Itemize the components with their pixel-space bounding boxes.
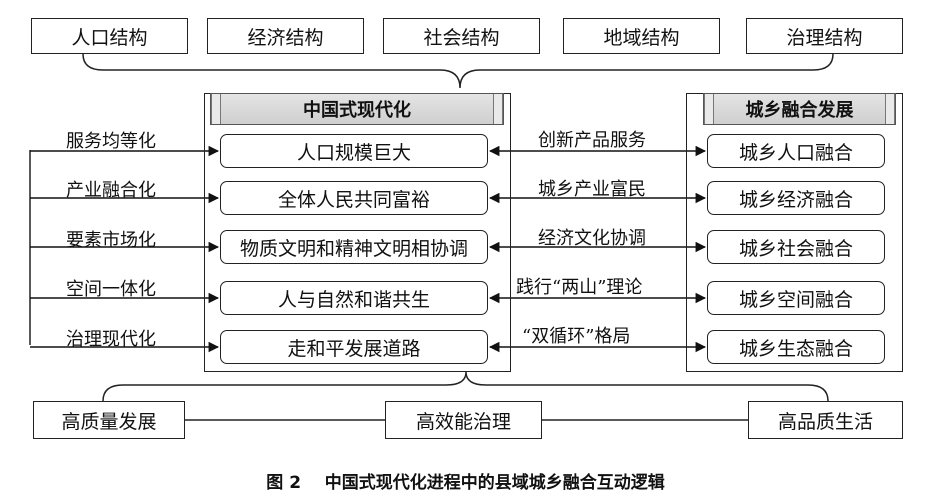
- structure-box-population: 人口结构: [31, 18, 188, 54]
- structure-label: 经济结构: [247, 26, 324, 49]
- integration-item-4: 城乡空间融合: [707, 281, 885, 315]
- figure-number: 图 2: [266, 473, 302, 493]
- top-brace: [82, 53, 834, 89]
- bottom-brace: [102, 371, 829, 402]
- structure-box-economy: 经济结构: [207, 18, 364, 54]
- item-label: 全体人民共同富裕: [277, 188, 430, 211]
- modernization-item-1: 人口规模巨大: [220, 134, 488, 168]
- outcome-label: 高品质生活: [777, 410, 873, 433]
- modernization-item-4: 人与自然和谐共生: [220, 281, 488, 315]
- left-label-2: 产业融合化: [66, 180, 156, 201]
- integration-item-3: 城乡社会融合: [707, 230, 885, 264]
- structure-label: 地域结构: [603, 26, 680, 49]
- modernization-panel-title: 中国式现代化: [210, 93, 504, 125]
- modernization-item-3: 物质文明和精神文明相协调: [220, 230, 488, 264]
- item-label: 城乡经济融合: [738, 188, 853, 211]
- link-label-3: 经济文化协调: [538, 228, 646, 249]
- structure-label: 社会结构: [423, 26, 500, 49]
- modernization-item-2: 全体人民共同富裕: [220, 181, 488, 215]
- item-label: 物质文明和精神文明相协调: [239, 237, 468, 260]
- item-label: 人与自然和谐共生: [277, 288, 430, 311]
- outcome-label: 高质量发展: [61, 410, 157, 433]
- structure-label: 人口结构: [71, 26, 148, 49]
- structure-box-region: 地域结构: [563, 18, 720, 54]
- integration-item-1: 城乡人口融合: [707, 134, 885, 168]
- left-label-1: 服务均等化: [66, 131, 156, 152]
- outcome-label: 高效能治理: [415, 410, 511, 433]
- outcome-box-efficient-governance: 高效能治理: [385, 401, 542, 439]
- link-arrows: [488, 145, 707, 353]
- item-label: 城乡人口融合: [738, 141, 853, 164]
- structure-box-governance: 治理结构: [746, 18, 903, 54]
- structure-label: 治理结构: [786, 26, 863, 49]
- item-label: 城乡空间融合: [738, 288, 853, 311]
- link-label-5: “双循环”格局: [522, 326, 631, 347]
- link-label-4: 践行“两山”理论: [516, 277, 643, 298]
- figure-caption: 图 2 中国式现代化进程中的县域城乡融合互动逻辑: [0, 468, 931, 493]
- integration-item-5: 城乡生态融合: [707, 330, 885, 364]
- item-label: 走和平发展道路: [287, 337, 421, 360]
- modernization-item-5: 走和平发展道路: [220, 330, 488, 364]
- integration-panel-title: 城乡融合发展: [703, 93, 896, 125]
- link-label-2: 城乡产业富民: [538, 179, 646, 200]
- item-label: 人口规模巨大: [296, 141, 411, 164]
- panel-title-text: 中国式现代化: [303, 100, 411, 121]
- left-label-4: 空间一体化: [66, 279, 156, 300]
- item-label: 城乡生态融合: [738, 337, 853, 360]
- integration-item-2: 城乡经济融合: [707, 181, 885, 215]
- left-arrows: [30, 145, 220, 353]
- outcome-box-quality-life: 高品质生活: [748, 401, 903, 439]
- left-label-5: 治理现代化: [66, 329, 156, 350]
- figure-title: 中国式现代化进程中的县域城乡融合互动逻辑: [324, 473, 665, 493]
- panel-title-text: 城乡融合发展: [745, 100, 854, 121]
- link-label-1: 创新产品服务: [538, 130, 646, 151]
- left-label-3: 要素市场化: [66, 230, 156, 251]
- outcome-box-quality-development: 高质量发展: [33, 401, 185, 439]
- structure-box-society: 社会结构: [383, 18, 540, 54]
- item-label: 城乡社会融合: [738, 237, 853, 260]
